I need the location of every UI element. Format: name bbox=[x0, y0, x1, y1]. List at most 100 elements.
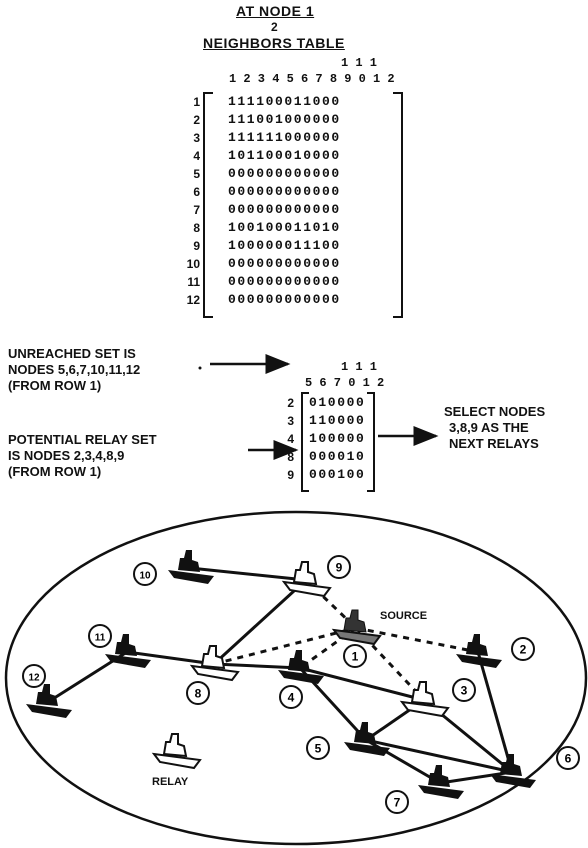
main-matrix-row-label: 4 bbox=[193, 149, 200, 163]
ship-node-7 bbox=[418, 765, 464, 799]
main-matrix-row-bits: 111001000000 bbox=[228, 112, 341, 127]
node-label: 11 bbox=[95, 633, 106, 644]
relay-set-line-3: (FROM ROW 1) bbox=[8, 464, 102, 479]
sub-matrix-row-bits: 000100 bbox=[309, 467, 366, 482]
sub-matrix-row-bits: 110000 bbox=[309, 413, 366, 428]
main-matrix-row-bits: 000000000000 bbox=[228, 184, 341, 199]
relay-set-label: POTENTIAL RELAY SET IS NODES 2,3,4,8,9 (… bbox=[8, 432, 157, 480]
node-label-circle bbox=[306, 736, 330, 760]
relay-legend-icon bbox=[151, 733, 202, 770]
sub-matrix-row-label: 9 bbox=[287, 468, 294, 482]
link-9-1 bbox=[304, 578, 358, 630]
main-matrix-row-bits: 000000000000 bbox=[228, 166, 341, 181]
ship-node-9 bbox=[281, 561, 332, 598]
main-matrix-col-units: 1 2 3 4 5 6 7 8 9 0 1 2 bbox=[229, 72, 395, 86]
sub-matrix-row-label: 3 bbox=[287, 414, 294, 428]
sub-matrix-row-label: 4 bbox=[287, 432, 294, 446]
node-label: 8 bbox=[195, 687, 202, 701]
ship-node-2 bbox=[456, 634, 502, 668]
table-title: AT NODE 1 bbox=[236, 3, 315, 19]
link-5-7 bbox=[365, 738, 441, 785]
link-8-4 bbox=[213, 662, 301, 670]
node-label-circle bbox=[343, 644, 367, 668]
main-matrix-row-bits: 000000000000 bbox=[228, 202, 341, 217]
unreached-set-label: UNREACHED SET IS NODES 5,6,7,10,11,12 (F… bbox=[8, 346, 140, 394]
main-matrix-col-tens: 1 1 1 bbox=[341, 56, 378, 70]
node-label: 3 bbox=[461, 684, 468, 698]
main-matrix-row-label: 7 bbox=[193, 203, 200, 217]
node-label: 1 bbox=[352, 650, 359, 664]
link-1-3 bbox=[354, 626, 426, 702]
node-label: 6 bbox=[565, 752, 572, 766]
main-matrix-row-label: 5 bbox=[193, 167, 200, 181]
link-12-11 bbox=[47, 650, 128, 704]
ship-node-10 bbox=[168, 550, 214, 584]
node-label-circle bbox=[279, 685, 303, 709]
node-label-circle bbox=[511, 637, 535, 661]
node-label-circle bbox=[88, 624, 112, 648]
ship-node-1 bbox=[331, 609, 382, 646]
main-matrix-row-bits: 111100011000 bbox=[228, 94, 341, 109]
main-matrix-row-label: 11 bbox=[187, 275, 200, 289]
node-label-circle bbox=[327, 555, 351, 579]
network-edges bbox=[47, 566, 514, 785]
sub-matrix-row-bits: 000010 bbox=[309, 449, 366, 464]
main-matrix-row-bits: 000000000000 bbox=[228, 256, 341, 271]
sub-matrix-row-label: 8 bbox=[287, 450, 294, 464]
link-4-5 bbox=[298, 666, 368, 742]
main-matrix-row-bits: 100000011100 bbox=[228, 238, 341, 253]
main-matrix-row-label: 12 bbox=[186, 293, 200, 307]
ship-node-8 bbox=[189, 645, 240, 682]
relay-set-line-1: POTENTIAL RELAY SET bbox=[8, 432, 157, 447]
result-line-3: NEXT RELAYS bbox=[449, 436, 539, 451]
link-5-6 bbox=[365, 738, 513, 774]
main-matrix-row-label: 6 bbox=[193, 185, 200, 199]
sub-matrix-col-units: 5 6 7 0 1 2 bbox=[305, 376, 385, 390]
link-3-5 bbox=[365, 698, 425, 742]
node-label: 10 bbox=[139, 571, 151, 582]
link-10-9 bbox=[189, 566, 307, 582]
sub-matrix-row-bits: 100000 bbox=[309, 431, 366, 446]
ship-node-12 bbox=[26, 684, 72, 718]
relay-legend-label: RELAY bbox=[152, 776, 189, 788]
sub-matrix-row-label: 2 bbox=[287, 396, 294, 410]
result-line-1: SELECT NODES bbox=[444, 404, 546, 419]
main-matrix-left-bracket bbox=[203, 92, 213, 318]
node-label: 9 bbox=[336, 561, 343, 575]
ship-node-11 bbox=[105, 634, 151, 668]
ship-node-3 bbox=[399, 681, 450, 718]
main-matrix-row-bits: 100100011010 bbox=[228, 220, 341, 235]
relay-set-line-2: IS NODES 2,3,4,8,9 bbox=[8, 448, 125, 463]
unreached-line-1: UNREACHED SET IS bbox=[8, 346, 136, 361]
sub-matrix-left-bracket bbox=[301, 392, 309, 492]
node-label: 4 bbox=[288, 691, 295, 705]
main-matrix-row-bits: 000000000000 bbox=[228, 274, 341, 289]
node-label-circle bbox=[556, 746, 580, 770]
unreached-line-3: (FROM ROW 1) bbox=[8, 378, 102, 393]
main-matrix-row-label: 2 bbox=[193, 113, 200, 127]
main-matrix-right-bracket bbox=[393, 92, 403, 318]
node-label: 7 bbox=[394, 796, 401, 810]
link-9-8 bbox=[212, 578, 308, 666]
node-label: 12 bbox=[28, 673, 40, 684]
link-4-3 bbox=[299, 666, 425, 702]
main-matrix-row-label: 8 bbox=[193, 221, 200, 235]
sub-matrix-right-bracket bbox=[367, 392, 375, 492]
title-superscript: 2 bbox=[271, 20, 278, 34]
main-matrix-row-bits: 111111000000 bbox=[228, 130, 341, 145]
result-label: SELECT NODES 3,8,9 AS THE NEXT RELAYS bbox=[444, 404, 545, 452]
node-label-circle bbox=[133, 562, 157, 586]
link-8-1 bbox=[213, 626, 357, 666]
ship-node-4 bbox=[278, 650, 324, 684]
main-matrix-row-label: 1 bbox=[193, 95, 200, 109]
main-matrix-row-label: 3 bbox=[193, 131, 200, 145]
link-1-2 bbox=[355, 626, 479, 654]
node-label-circle bbox=[452, 678, 476, 702]
node-label: 5 bbox=[315, 742, 322, 756]
unreached-line-2: NODES 5,6,7,10,11,12 bbox=[8, 362, 141, 377]
sub-matrix-row-bits: 010000 bbox=[309, 395, 366, 410]
node-label-circle bbox=[186, 681, 210, 705]
sub-matrix-col-tens: 1 1 1 bbox=[341, 360, 378, 374]
ship-node-6 bbox=[490, 754, 536, 788]
